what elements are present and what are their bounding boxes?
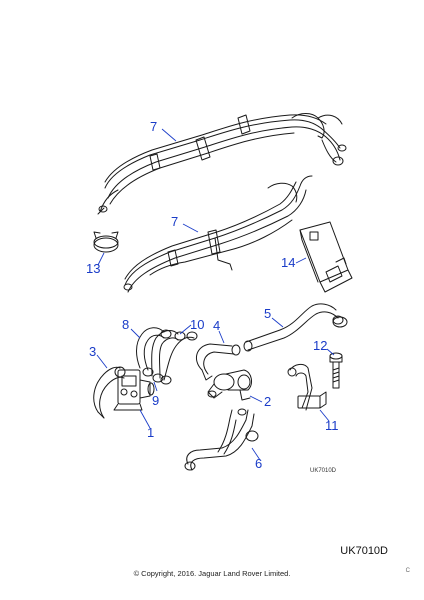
mounting-bracket xyxy=(299,221,353,293)
hose-pair-upper-left xyxy=(136,327,198,381)
hose-part-4 xyxy=(195,343,241,381)
callout-label: 3 xyxy=(89,344,96,359)
hose-part-6 xyxy=(184,408,259,471)
hose-with-bracket xyxy=(287,363,327,411)
callout-label: 13 xyxy=(86,261,100,276)
hose-clip xyxy=(93,231,119,253)
copyright-notice: © Copyright, 2016. Jaguar Land Rover Lim… xyxy=(133,569,291,578)
reference-code: UK7010D xyxy=(340,545,388,557)
callout-label: 9 xyxy=(152,393,159,408)
callout-label: 14 xyxy=(281,255,295,270)
callout-label: 8 xyxy=(122,317,129,332)
callout-label: 5 xyxy=(264,306,271,321)
callout-label: 1 xyxy=(147,425,154,440)
pipe-assembly-upper xyxy=(97,113,347,215)
callout-label: 10 xyxy=(190,317,204,332)
water-pump xyxy=(207,369,252,401)
diagram-image-code: UK7010D xyxy=(310,468,337,474)
callout-label: 6 xyxy=(255,456,262,471)
callout-label: 7 xyxy=(171,214,178,229)
callout-label: 12 xyxy=(313,338,327,353)
callout-labels: 7 7 13 14 8 10 4 5 3 12 9 2 1 11 6 xyxy=(86,119,339,471)
callout-label: 7 xyxy=(150,119,157,134)
leader-lines xyxy=(96,128,335,461)
valve-assembly xyxy=(113,369,155,411)
callout-label: 4 xyxy=(213,318,220,333)
callout-label: 11 xyxy=(325,418,339,433)
hose-part-5 xyxy=(243,303,348,352)
callout-label: 2 xyxy=(264,394,271,409)
corner-mark: C xyxy=(405,568,410,574)
hose-part-3 xyxy=(93,366,126,419)
bolt xyxy=(329,352,343,389)
connector-cluster xyxy=(142,367,172,385)
pipe-assembly-lower xyxy=(123,175,313,293)
